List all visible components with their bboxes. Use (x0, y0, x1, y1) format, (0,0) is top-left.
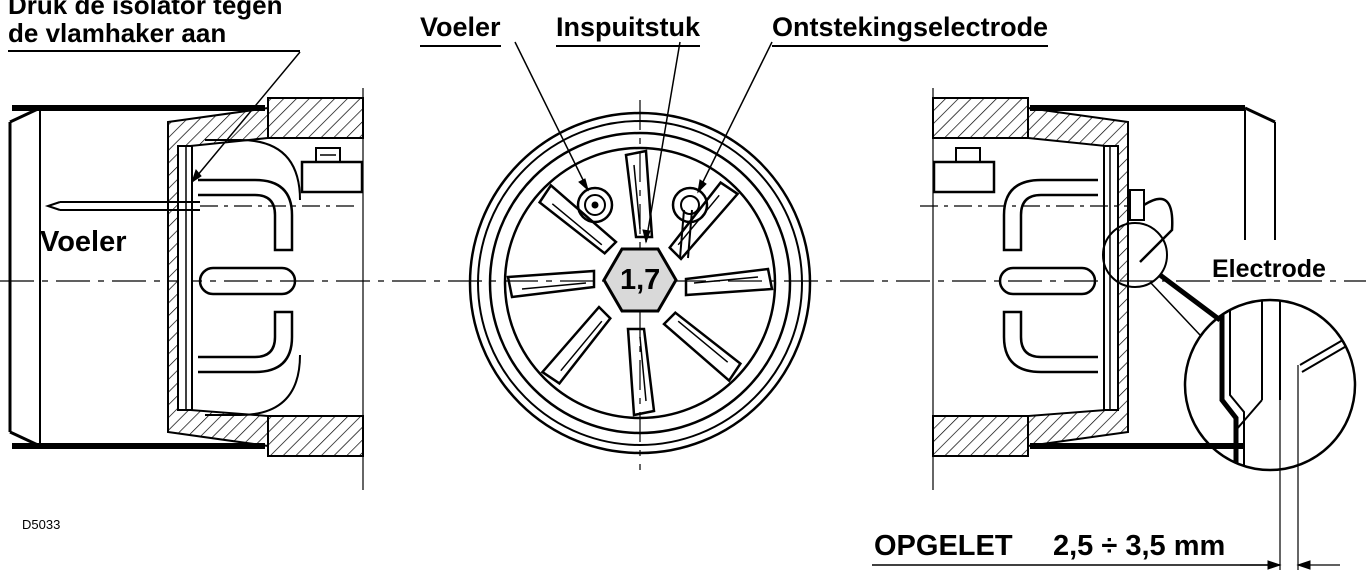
inspuitstuk-label: Inspuitstuk (556, 14, 701, 47)
voeler-top-label: Voeler (420, 14, 501, 47)
left-side-view (8, 51, 364, 490)
gap-range-label: 2,5 ÷ 3,5 mm (1053, 530, 1226, 562)
nozzle-size-label: 1,7 (620, 264, 661, 296)
voeler-left-label: Voeler (40, 226, 127, 258)
right-side-view (872, 88, 1357, 570)
opgelet-label: OPGELET (874, 530, 1013, 562)
ontstekingselectrode-label: Ontstekingselectrode (772, 14, 1049, 47)
isolator-label-line1: Druk de isolator tegen (8, 0, 283, 20)
isolator-label-line2: de vlamhaker aan (8, 20, 300, 52)
electrode-label: Electrode (1212, 255, 1326, 283)
drawing-code: D5033 (22, 517, 61, 532)
front-view (468, 41, 812, 470)
nozzle-hexagon (602, 247, 678, 313)
